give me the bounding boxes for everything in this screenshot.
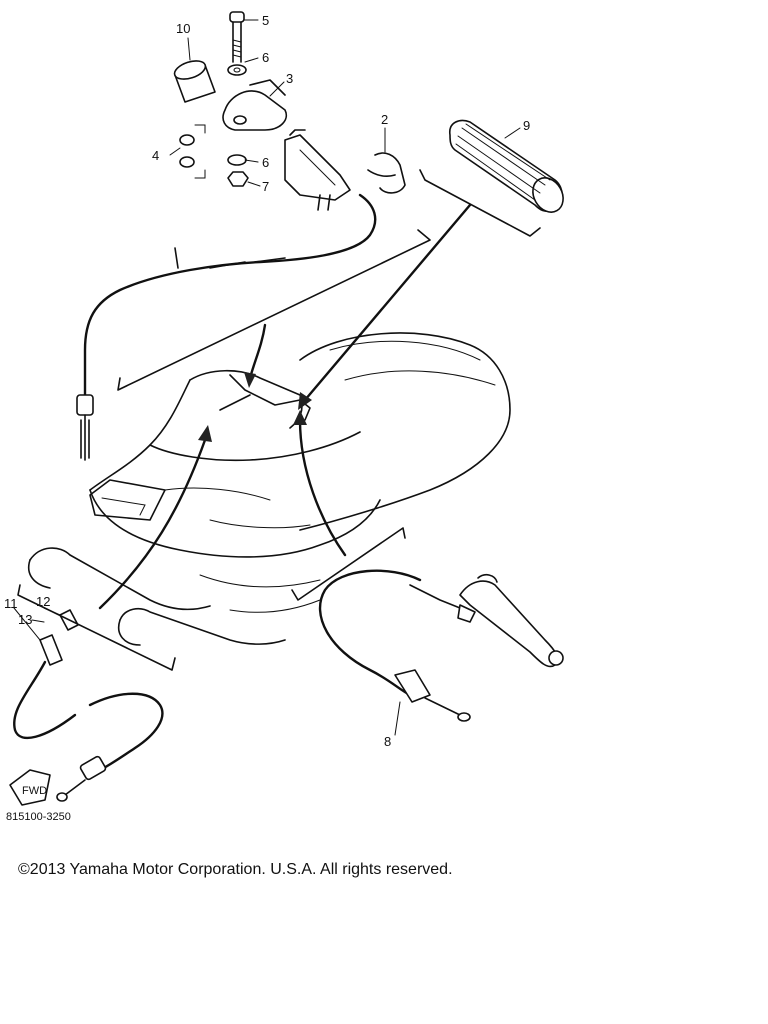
cable-clip — [367, 152, 406, 194]
callout-11: 11 — [4, 596, 18, 611]
callout-3: 3 — [286, 71, 293, 86]
group-brackets — [17, 169, 541, 671]
fwd-label: FWD — [22, 785, 47, 797]
callout-10: 10 — [176, 21, 190, 36]
callout-13: 13 — [18, 612, 32, 627]
choke-cable — [13, 609, 164, 802]
handlebar-grip — [449, 119, 564, 213]
grip-cap — [173, 60, 216, 103]
throttle-cable — [76, 193, 377, 461]
brake-cable — [318, 569, 476, 722]
callout-6-upper: 6 — [262, 50, 269, 65]
callout-12: 12 — [36, 594, 50, 609]
callout-8: 8 — [384, 734, 391, 749]
callout-6-lower: 6 — [262, 155, 269, 170]
install-arrows — [98, 203, 472, 610]
snowmobile-body — [28, 332, 511, 646]
leader-lines — [13, 19, 521, 736]
callout-2: 2 — [381, 112, 388, 127]
callout-labels: 5 6 3 4 6 7 2 9 10 8 11 12 13 — [4, 13, 530, 749]
callout-5: 5 — [262, 13, 269, 28]
callout-9: 9 — [523, 118, 530, 133]
callout-4: 4 — [152, 148, 159, 163]
fwd-arrow-icon: FWD — [9, 769, 51, 806]
copyright-notice: ©2013 Yamaha Motor Corporation. U.S.A. A… — [18, 861, 453, 878]
callout-7: 7 — [262, 179, 269, 194]
drawing-code: 815100-3250 — [6, 811, 71, 823]
brake-lever — [459, 573, 564, 668]
